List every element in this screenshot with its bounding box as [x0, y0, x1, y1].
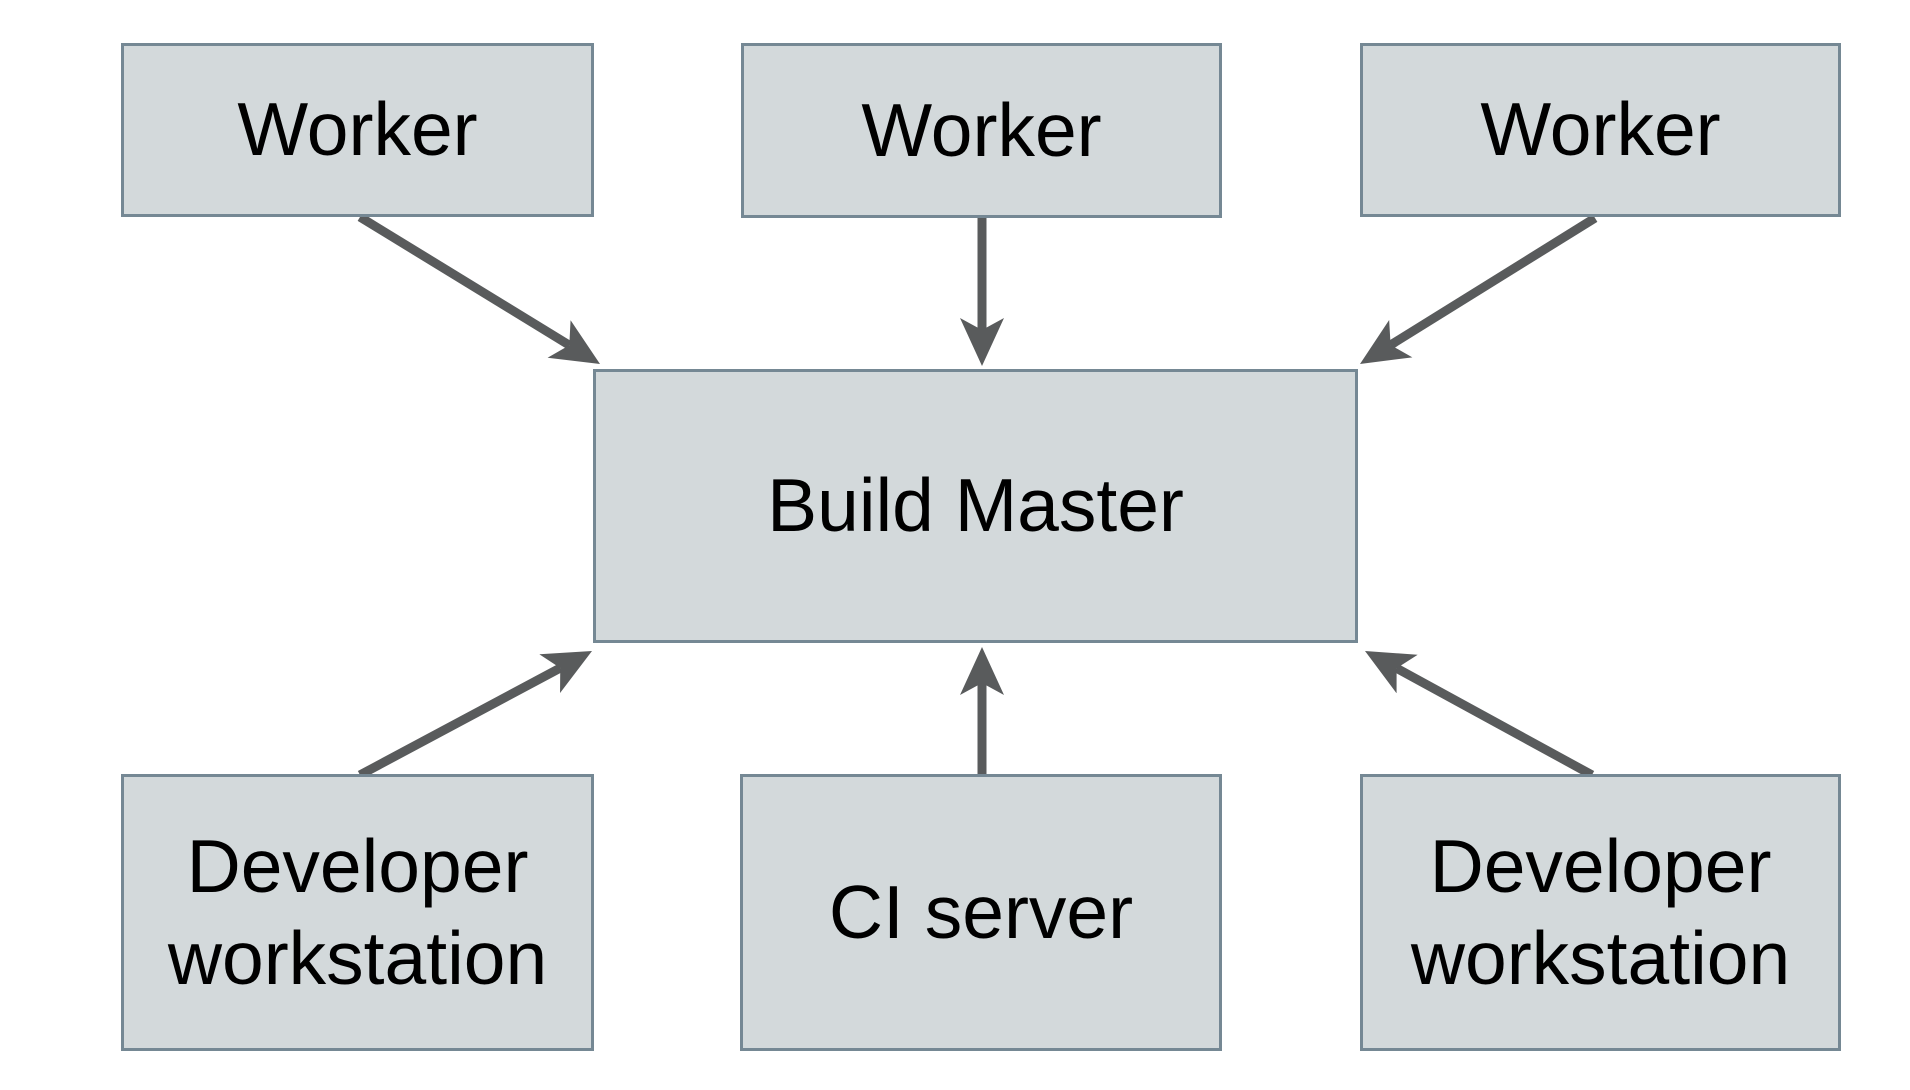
node-developer-workstation-left: Developer workstation	[121, 774, 594, 1051]
node-build-master-label: Build Master	[767, 463, 1184, 548]
node-worker-2: Worker	[741, 43, 1222, 218]
node-worker-3-label: Worker	[1480, 87, 1721, 172]
node-build-master: Build Master	[593, 369, 1358, 643]
connector-worker_3-to-build_master	[1359, 214, 1598, 365]
node-developer-workstation-right-label: Developer workstation	[1410, 824, 1791, 1000]
node-ci-server-label: CI server	[828, 869, 1134, 954]
node-developer-workstation-left-label: Developer workstation	[167, 824, 548, 1000]
node-ci-server: CI server	[740, 774, 1222, 1051]
connector-dev_right-to-build_master	[1365, 651, 1595, 779]
node-worker-1: Worker	[121, 43, 594, 217]
node-worker-3: Worker	[1360, 43, 1841, 217]
node-developer-workstation-right: Developer workstation	[1360, 774, 1841, 1051]
node-worker-2-label: Worker	[861, 87, 1102, 172]
connector-worker_1-to-build_master	[357, 213, 601, 365]
node-worker-1-label: Worker	[237, 87, 478, 172]
connector-dev_left-to-build_master	[357, 651, 593, 779]
